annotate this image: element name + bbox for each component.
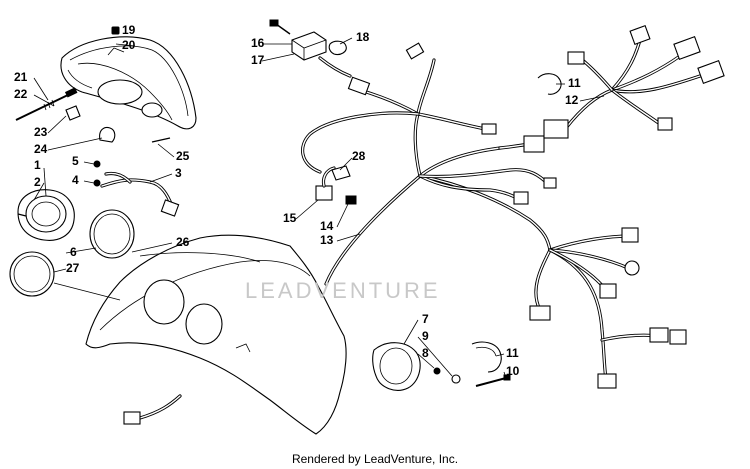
callout-10: 10 [506,364,520,378]
callout-numbers: 19 20 21 22 23 24 25 5 4 3 1 2 26 6 27 1… [14,23,581,378]
callout-26: 26 [176,235,190,249]
callout-22: 22 [14,87,28,101]
hood-connector [123,394,182,425]
leader-lines [33,37,605,379]
callout-2: 2 [34,175,41,189]
callout-5: 5 [72,154,79,168]
callout-24: 24 [34,142,48,156]
callout-1: 1 [34,158,41,172]
callout-14: 14 [320,219,334,233]
callout-28: 28 [352,149,366,163]
callout-11-lower: 11 [506,346,519,360]
footer-credit: Rendered by LeadVenture, Inc. [291,452,459,466]
bulb-socket [65,105,81,121]
callout-3: 3 [175,166,182,180]
callout-17: 17 [251,53,265,67]
callout-11-upper: 11 [568,76,581,90]
callout-13: 13 [320,233,334,247]
callout-15: 15 [283,211,297,225]
callout-8: 8 [422,346,429,360]
clip-19 [111,26,120,35]
small-switch-15 [315,166,336,201]
bulb-4 [93,179,101,187]
cable-10 [475,374,511,387]
callout-21: 21 [14,70,28,84]
pin-25 [151,137,171,143]
ring-11-upper [537,73,562,95]
adjuster-screw [15,87,78,121]
bulb [99,126,116,143]
callout-19: 19 [122,23,136,37]
callout-23: 23 [34,125,48,139]
speedometer-gauge [17,189,75,241]
callout-9: 9 [422,329,429,343]
callout-27: 27 [66,261,80,275]
callout-16: 16 [251,36,265,50]
callout-7: 7 [422,312,429,326]
connector-14 [345,195,357,205]
relay-assembly [269,19,352,78]
bulb-5 [93,160,101,168]
hood [85,234,347,435]
socket-9 [451,374,461,384]
gauge-ring [89,209,135,259]
main-wiring-harness [301,38,702,382]
watermark: LEADVENTURE [245,278,441,303]
callout-18: 18 [356,30,370,44]
bulb-8 [433,367,441,375]
part-28 [331,165,351,181]
tach-gauge [372,342,421,391]
harness-connectors [347,24,725,389]
callout-4: 4 [72,173,79,187]
headlight-assembly [60,36,197,130]
callout-6: 6 [70,245,77,259]
bezel-ring [9,251,55,297]
callout-25: 25 [176,149,190,163]
callout-12: 12 [565,93,579,107]
ring-11-lower [471,341,502,373]
callout-20: 20 [122,38,136,52]
